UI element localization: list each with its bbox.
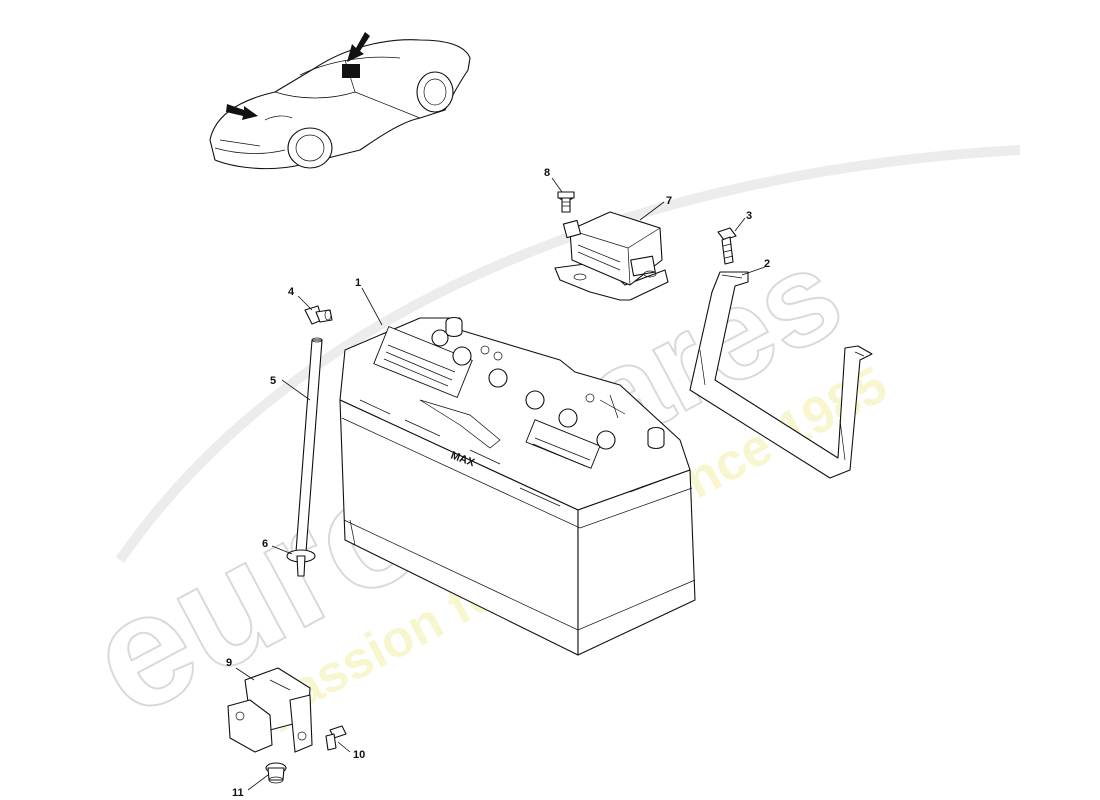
car-overview bbox=[209, 32, 471, 170]
screw-part-8 bbox=[557, 191, 575, 213]
callout-5: 5 bbox=[270, 375, 276, 387]
callout-11: 11 bbox=[232, 787, 244, 799]
module-location-marker bbox=[342, 64, 360, 78]
battery: MAX bbox=[339, 316, 696, 656]
callout-2: 2 bbox=[764, 258, 770, 270]
bolt-part-3 bbox=[717, 227, 737, 265]
callout-4: 4 bbox=[288, 286, 295, 298]
bolt-part-10 bbox=[325, 725, 347, 751]
arrow-icon bbox=[347, 32, 370, 62]
vent-elbow bbox=[304, 305, 333, 325]
callouts: 1 2 3 4 5 6 7 8 9 10 11 bbox=[226, 167, 770, 799]
plug-part-11 bbox=[265, 762, 287, 784]
battery-clamp-bracket bbox=[689, 271, 873, 479]
callout-1: 1 bbox=[355, 277, 361, 289]
arrow-icon bbox=[226, 104, 258, 120]
control-module bbox=[554, 211, 669, 301]
callout-9: 9 bbox=[226, 657, 232, 669]
callout-10: 10 bbox=[353, 749, 365, 761]
callout-7: 7 bbox=[666, 195, 672, 207]
grommet bbox=[286, 549, 316, 577]
callout-3: 3 bbox=[746, 210, 752, 222]
mounting-bracket bbox=[227, 667, 313, 753]
leader-lines bbox=[235, 177, 766, 791]
watermark-swoosh bbox=[115, 145, 1021, 563]
callout-8: 8 bbox=[544, 167, 550, 179]
callout-6: 6 bbox=[262, 538, 268, 550]
